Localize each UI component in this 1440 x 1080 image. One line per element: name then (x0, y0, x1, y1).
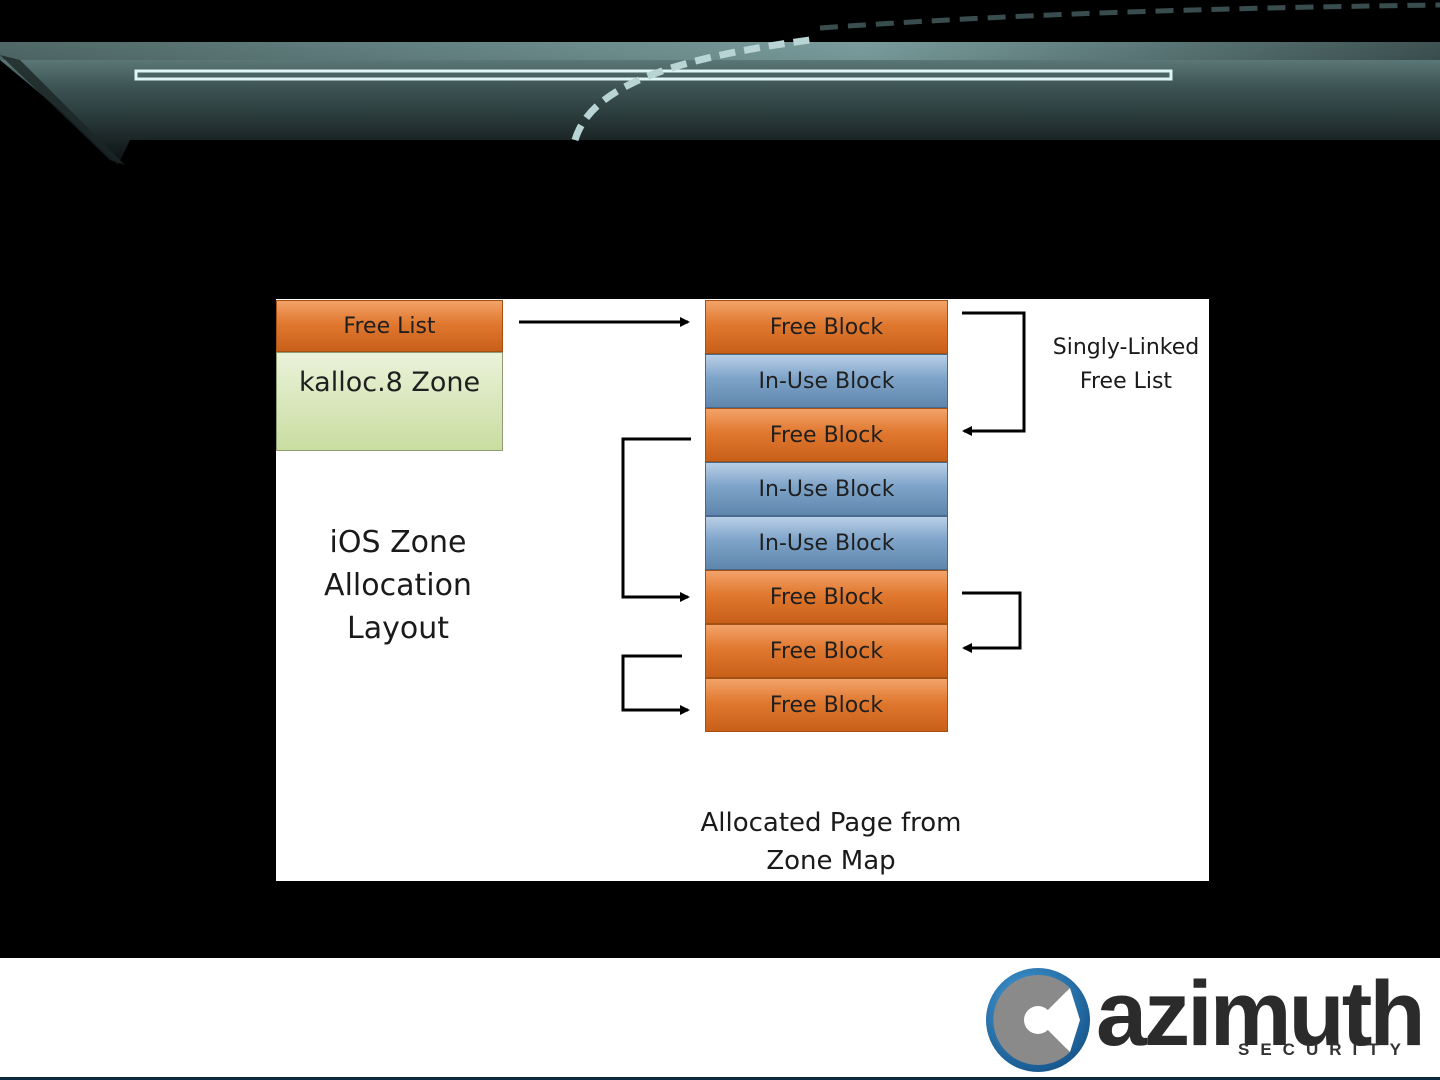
page-caption-line: Allocated Page from (700, 808, 962, 838)
arrow-link-4 (621, 654, 690, 715)
linked-list-label: Singly-Linked Free List (1036, 331, 1216, 399)
free-list-box: Free List (276, 300, 503, 352)
azimuth-logo-icon (986, 968, 1090, 1072)
arrow-link-1 (962, 311, 1026, 436)
security-subtitle: SECURITY (1238, 1040, 1412, 1059)
layout-title-line: iOS Zone (329, 525, 467, 560)
page-block: Free Block (705, 570, 948, 624)
page-block: Free Block (705, 300, 948, 354)
page-block: Free Block (705, 408, 948, 462)
arrow-link-2 (621, 437, 691, 602)
footer-divider (0, 1077, 1440, 1080)
footer (0, 958, 1440, 1080)
page-block: Free Block (705, 624, 948, 678)
layout-title-line: Allocation (324, 568, 472, 603)
layout-title-line: Layout (347, 611, 449, 646)
arrow-link-3 (962, 591, 1022, 653)
zone-allocation-diagram: Free List kalloc.8 Zone iOS Zone Allocat… (276, 299, 1209, 881)
page-caption: Allocated Page from Zone Map (676, 804, 986, 880)
header-decoration (0, 2, 1440, 165)
linked-list-label-line: Free List (1079, 369, 1173, 394)
azimuth-wordmark: azimuth (1096, 963, 1426, 1065)
page-block: In-Use Block (705, 354, 948, 408)
page-block: In-Use Block (705, 462, 948, 516)
page-block: Free Block (705, 678, 948, 732)
linked-list-label-line: Singly-Linked (1052, 335, 1200, 360)
page-block: In-Use Block (705, 516, 948, 570)
kalloc-zone-box: kalloc.8 Zone (276, 352, 503, 451)
layout-title: iOS Zone Allocation Layout (298, 521, 498, 650)
page-caption-line: Zone Map (766, 846, 896, 876)
free-list-arrows (519, 311, 1026, 715)
